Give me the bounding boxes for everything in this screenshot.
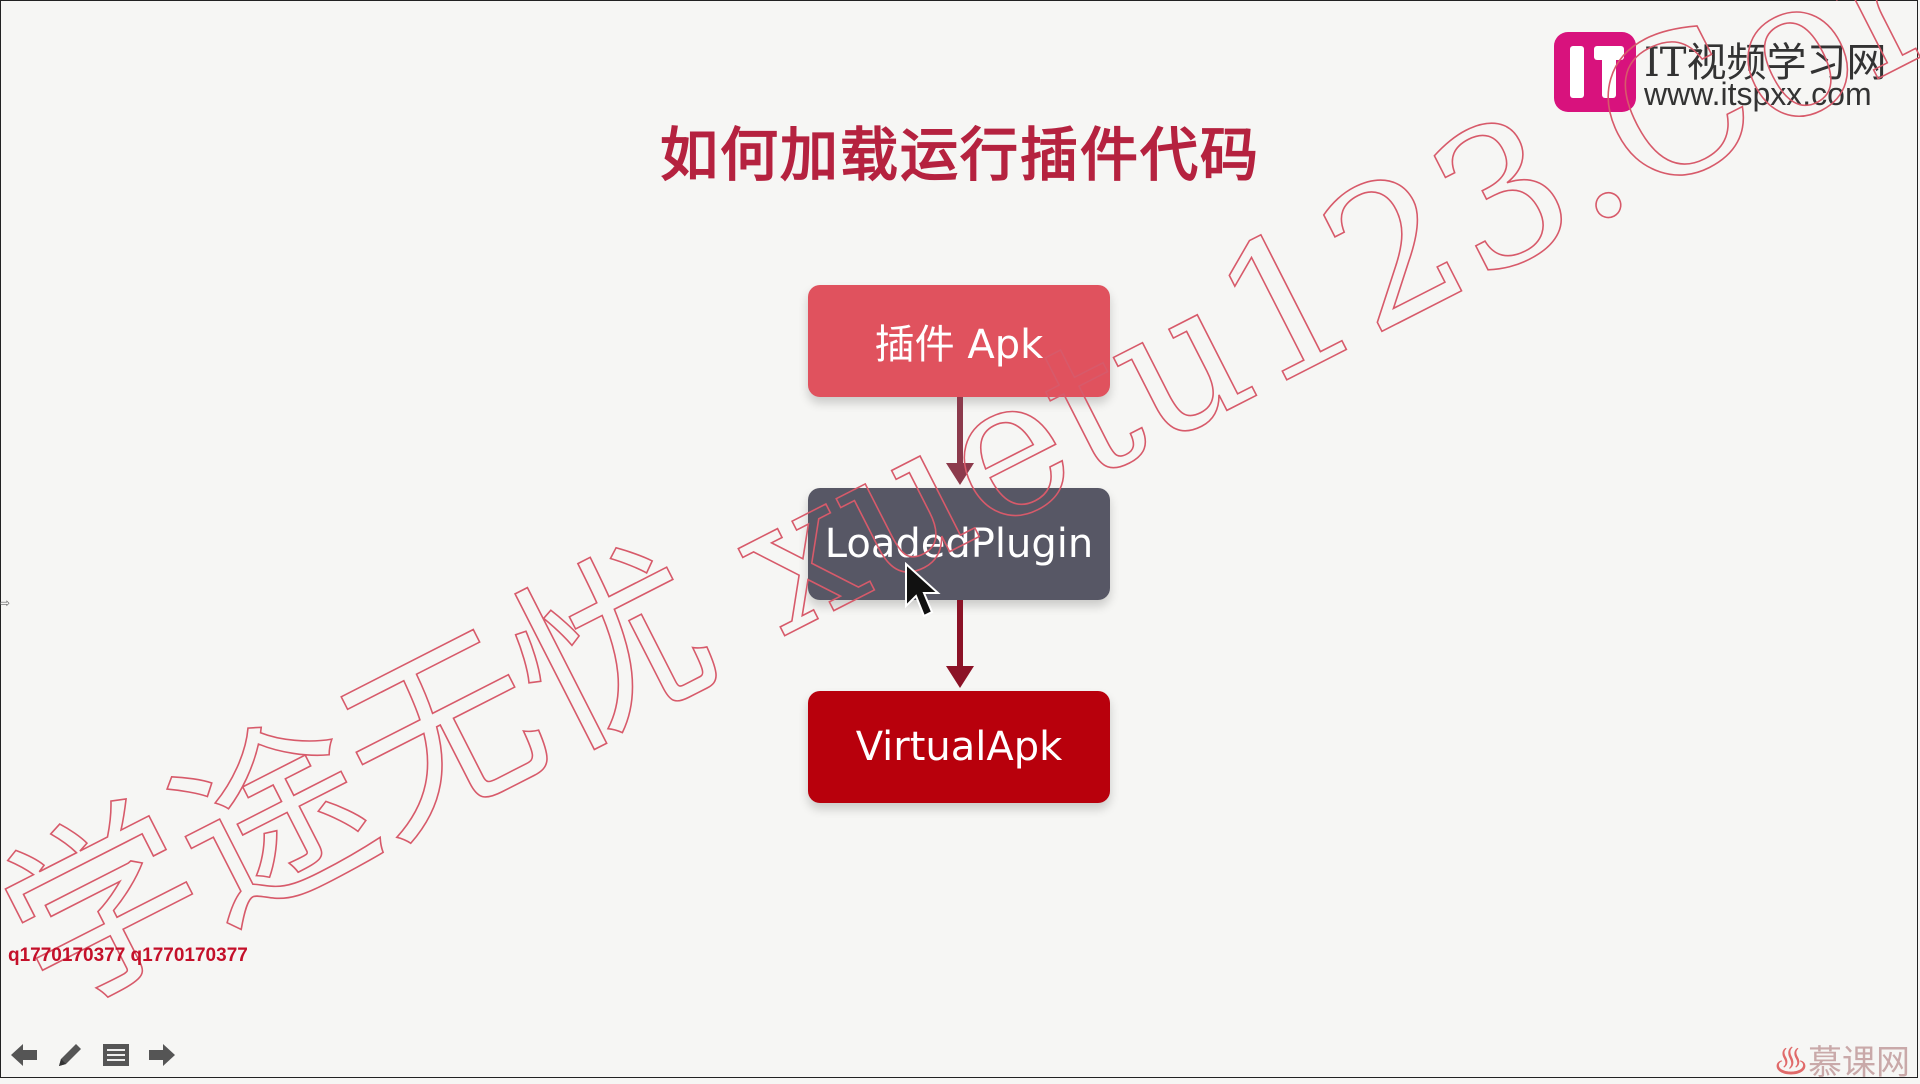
mouse-cursor-icon: [905, 562, 941, 618]
slide-title: 如何加载运行插件代码: [659, 121, 1260, 189]
flame-icon: ♨: [1774, 1043, 1808, 1083]
arrow-down-icon: [946, 666, 974, 688]
logo-mark-icon: [1554, 32, 1636, 112]
diagram-node-virtual-apk: VirtualApk: [808, 691, 1110, 803]
arrow-1-shaft: [957, 397, 963, 465]
site-logo: IT视频学习网 www.itspxx.com: [1554, 30, 1914, 114]
arrow-right-icon[interactable]: [146, 1039, 178, 1071]
logo-url: www.itspxx.com: [1644, 76, 1872, 112]
arrow-2-shaft: [957, 600, 963, 668]
presentation-toolbar: [8, 1038, 178, 1072]
edge-arrow-icon: ⇨: [0, 596, 11, 610]
diagram-node-plugin-apk: 插件 Apk: [808, 285, 1110, 397]
menu-icon[interactable]: [100, 1039, 132, 1071]
diagram-node-loaded-plugin: LoadedPlugin: [808, 488, 1110, 600]
arrow-down-icon: [946, 463, 974, 485]
qq-watermark: q1770170377 q1770170377: [8, 945, 248, 966]
pen-icon[interactable]: [54, 1039, 86, 1071]
logo-title: IT视频学习网: [1644, 40, 1887, 86]
arrow-left-icon[interactable]: [8, 1039, 40, 1071]
brand-logo: ♨慕课网: [1774, 1035, 1910, 1084]
brand-name: 慕课网: [1808, 1043, 1910, 1083]
